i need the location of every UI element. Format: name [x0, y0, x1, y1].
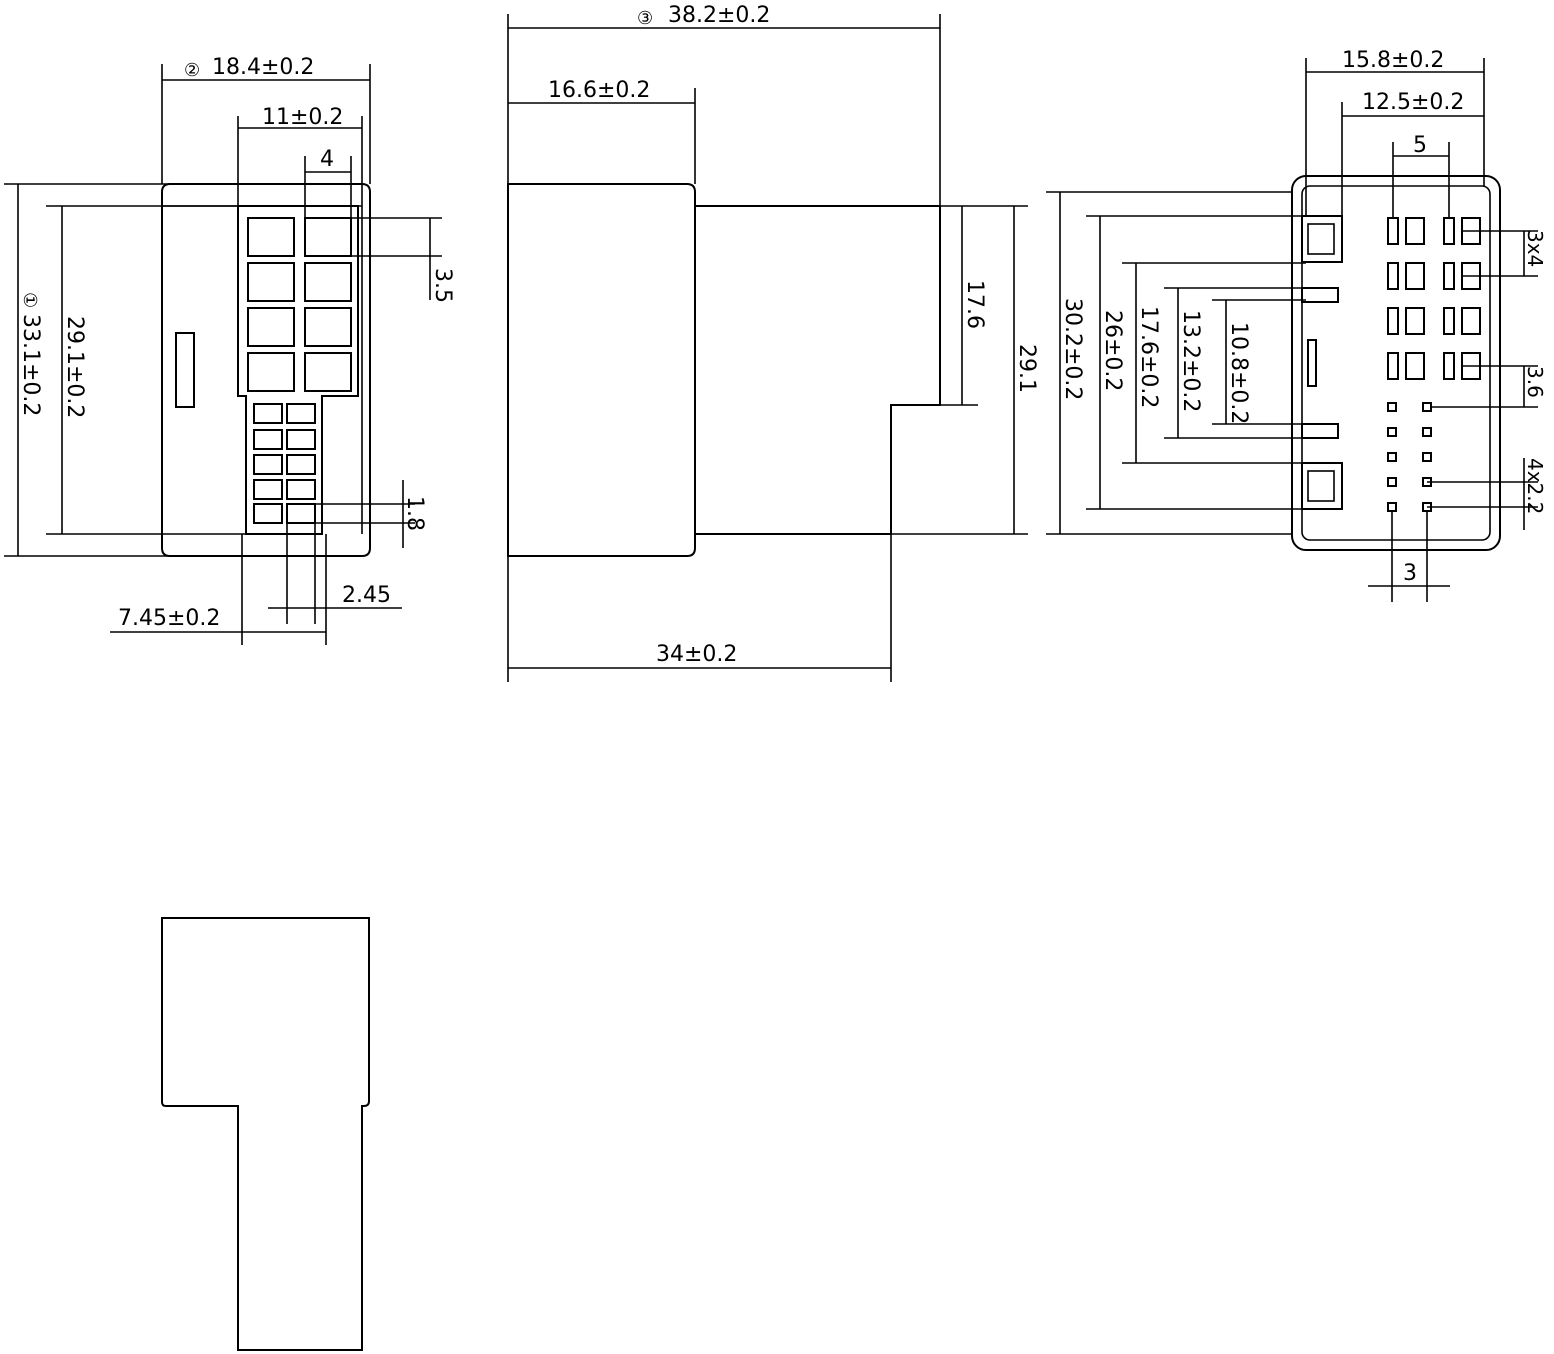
side-length-label: 38.2±0.2: [668, 3, 770, 28]
latch-bottom-inner: [1307, 470, 1335, 502]
terminal-box: [1461, 307, 1481, 335]
end-height-26-label: 26±0.2: [1100, 310, 1125, 391]
end-dimension-lines: [1046, 58, 1538, 602]
terminal-blade: [1443, 262, 1455, 290]
pin: [1387, 427, 1397, 437]
end-latches: [1301, 215, 1343, 510]
end-height-10-8-label: 10.8±0.2: [1226, 322, 1251, 424]
front-view: [4, 64, 442, 645]
end-inner-width-label: 12.5±0.2: [1362, 90, 1464, 115]
end-terminal-gap-label: 3.6: [1523, 366, 1547, 398]
cavity-large: [304, 352, 352, 392]
cavity-small: [286, 503, 316, 524]
end-terminal-pitch-label: 5: [1413, 133, 1427, 158]
front-small-pitch-label: 1.8: [402, 496, 427, 531]
front-latch-slot: [175, 332, 195, 408]
end-pin-size-label: 4x2.2: [1523, 458, 1547, 514]
terminal-blade: [1387, 307, 1399, 335]
front-cell-height-label: 3.5: [430, 268, 455, 303]
end-height-17-6-label: 17.6±0.2: [1136, 306, 1161, 408]
front-outline: [161, 183, 371, 557]
side-head-outline: [507, 183, 696, 557]
side-length-marker: ③: [637, 8, 653, 29]
pin: [1422, 427, 1432, 437]
terminal-blade: [1443, 352, 1455, 380]
cavity-small: [253, 403, 283, 424]
terminal-blade: [1387, 352, 1399, 380]
terminal-box: [1405, 217, 1425, 245]
cavity-small: [253, 503, 283, 524]
cavity-small: [286, 403, 316, 424]
side-body-height-label: 29.1: [1014, 344, 1039, 393]
terminal-box: [1405, 262, 1425, 290]
front-dimension-lines: [4, 64, 442, 645]
cavity-small: [253, 479, 283, 500]
bottom-view-outline: [161, 917, 370, 1351]
terminal-box: [1405, 307, 1425, 335]
side-dimension-lines: [507, 14, 1028, 682]
end-pins: [1387, 402, 1432, 512]
end-terminals: [1387, 217, 1481, 380]
side-body-outline: [695, 205, 941, 535]
pin: [1387, 477, 1397, 487]
end-pin-pitch-label: 3: [1403, 561, 1417, 586]
side-key: [1307, 339, 1317, 387]
pin: [1387, 402, 1397, 412]
end-height-13-2-label: 13.2±0.2: [1178, 310, 1203, 412]
cavity-large: [247, 352, 295, 392]
cavity-large: [304, 217, 352, 257]
side-view: [507, 14, 1028, 682]
end-view: [1046, 58, 1538, 602]
pin: [1387, 502, 1397, 512]
cavity-large: [247, 307, 295, 347]
pin: [1422, 452, 1432, 462]
terminal-blade: [1387, 217, 1399, 245]
cavity-small: [286, 479, 316, 500]
front-cell-pitch-label: 4: [320, 147, 334, 172]
cavity-large: [247, 217, 295, 257]
front-neck-width-label: 7.45±0.2: [118, 606, 220, 631]
terminal-blade: [1443, 217, 1455, 245]
cavity-small: [253, 429, 283, 450]
end-terminal-size-label: 3x4: [1523, 230, 1547, 267]
front-inner-width-label: 11±0.2: [262, 105, 343, 130]
end-height-outer-label: 30.2±0.2: [1060, 298, 1085, 400]
rib-lower: [1301, 423, 1339, 439]
cavity-small: [286, 429, 316, 450]
pin: [1387, 452, 1397, 462]
side-body-length-label: 34±0.2: [656, 642, 737, 667]
front-width-label: 18.4±0.2: [212, 55, 314, 80]
cavity-large: [304, 262, 352, 302]
terminal-blade: [1387, 262, 1399, 290]
front-width-marker: ②: [184, 60, 200, 81]
end-inner-shell: [1301, 185, 1491, 541]
cavity-small: [253, 454, 283, 475]
side-step-height-label: 17.6: [962, 280, 987, 329]
cavity-large: [247, 262, 295, 302]
front-height-label: 33.1±0.2: [18, 314, 43, 416]
cavity-large: [304, 307, 352, 347]
end-outer-shell: [1291, 175, 1501, 551]
side-head-length-label: 16.6±0.2: [548, 78, 650, 103]
pin: [1422, 402, 1432, 412]
front-cavity-block: [237, 205, 359, 535]
front-height-marker: ①: [19, 292, 40, 308]
front-inner-height-label: 29.1±0.2: [62, 316, 87, 418]
rib-upper: [1301, 287, 1339, 303]
cavity-small: [286, 454, 316, 475]
latch-top-inner: [1307, 223, 1335, 255]
front-small-width-label: 2.45: [342, 583, 391, 608]
terminal-blade: [1443, 307, 1455, 335]
terminal-box: [1405, 352, 1425, 380]
end-outer-width-label: 15.8±0.2: [1342, 48, 1444, 73]
